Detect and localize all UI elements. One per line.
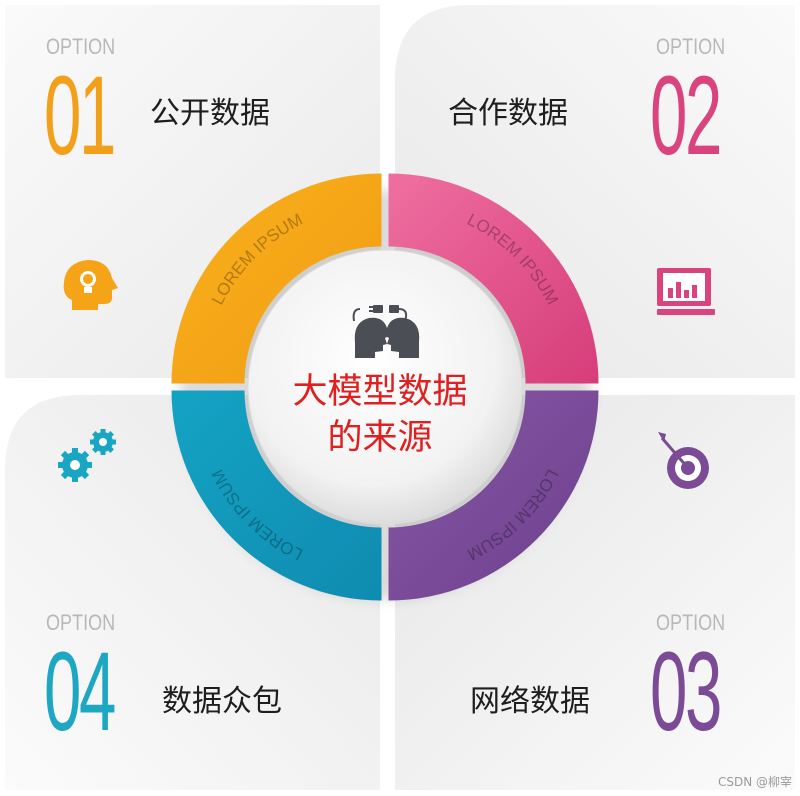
option-03-number: 03: [650, 629, 722, 754]
center-disc: [247, 249, 523, 525]
gears-icon: [58, 429, 116, 482]
option-01-label: 公开数据: [150, 96, 270, 131]
head-lightbulb-icon: [63, 260, 118, 310]
option-03-caption: OPTION: [656, 610, 726, 635]
option-04-caption: OPTION: [46, 610, 116, 635]
option-02-caption: OPTION: [656, 34, 726, 59]
center-title-line1: 大模型数据: [292, 372, 468, 412]
watermark: CSDN @柳宰: [717, 775, 792, 789]
target-dart-icon: [658, 432, 709, 489]
option-01-caption: OPTION: [46, 34, 116, 59]
plug-connect-heads-icon: [352, 305, 420, 358]
option-04-number: 04: [44, 629, 116, 754]
option-01-number: 01: [44, 53, 116, 178]
monitor-chart-icon: [657, 268, 715, 315]
option-02-number: 02: [650, 53, 722, 178]
option-03-label: 网络数据: [470, 684, 590, 719]
center-title-line2: 的来源: [327, 418, 433, 458]
option-02-label: 合作数据: [448, 96, 568, 131]
option-04-label: 数据众包: [162, 684, 282, 719]
